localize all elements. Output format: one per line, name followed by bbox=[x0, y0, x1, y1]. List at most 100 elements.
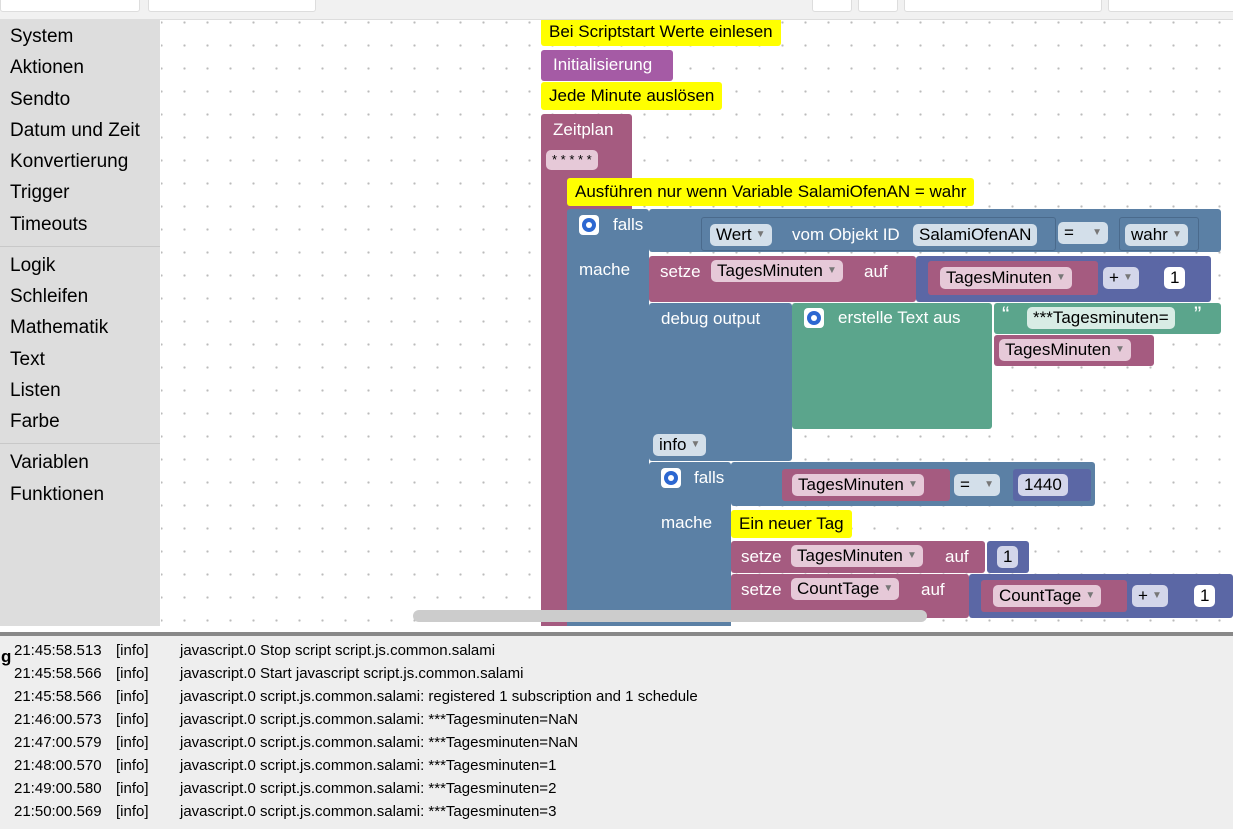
variable-label: TagesMinuten bbox=[797, 546, 903, 565]
variable-get-block[interactable]: TagesMinuten▼ bbox=[928, 261, 1098, 295]
workspace-horizontal-scrollbar[interactable] bbox=[413, 610, 927, 622]
object-id-field[interactable]: SalamiOfenAN bbox=[913, 224, 1038, 246]
toolbox-category-konvertierung[interactable]: Konvertierung bbox=[10, 151, 129, 172]
arithmetic-operator[interactable]: +▼ bbox=[1103, 267, 1139, 289]
toolbar-button[interactable] bbox=[812, 0, 852, 12]
log-time: 21:47:00.579 bbox=[14, 734, 102, 751]
compare-operator-1[interactable]: =▼ bbox=[1058, 222, 1108, 244]
chevron-down-icon: ▼ bbox=[883, 583, 894, 594]
log-label: g bbox=[1, 647, 12, 666]
text-field[interactable]: ***Tagesminuten= bbox=[1027, 307, 1175, 329]
log-time: 21:45:58.566 bbox=[14, 688, 102, 705]
variable-dropdown[interactable]: CountTage▼ bbox=[993, 585, 1102, 607]
toolbox-category-sendto[interactable]: Sendto bbox=[10, 89, 71, 110]
mutator-gear-icon[interactable] bbox=[579, 215, 599, 235]
variable-dropdown[interactable]: CountTage▼ bbox=[791, 578, 900, 600]
toolbox-category-mathematik[interactable]: Mathematik bbox=[10, 317, 109, 338]
comment-if-salami[interactable]: Ausführen nur wenn Variable SalamiOfenAN… bbox=[567, 178, 975, 206]
log-row: 21:45:58.566[info]javascript.0 Start jav… bbox=[0, 664, 1233, 687]
mutator-gear-icon[interactable] bbox=[661, 468, 681, 488]
log-time: 21:46:00.573 bbox=[14, 711, 102, 728]
toolbox-category-aktionen[interactable]: Aktionen bbox=[10, 57, 84, 78]
comment-scriptstart[interactable]: Bei Scriptstart Werte einlesen bbox=[541, 20, 781, 46]
log-time: 21:50:00.569 bbox=[14, 803, 102, 820]
debug-label: debug output bbox=[661, 309, 761, 328]
compare-operator-2[interactable]: =▼ bbox=[954, 474, 1000, 496]
number-block[interactable]: 1440 bbox=[1013, 469, 1091, 501]
log-time: 21:49:00.580 bbox=[14, 780, 102, 797]
debug-output-block[interactable]: debug output info▼ bbox=[649, 303, 792, 461]
set-variable-block[interactable]: setze TagesMinuten▼ auf bbox=[649, 256, 916, 302]
toolbox-category-trigger[interactable]: Trigger bbox=[10, 182, 70, 203]
init-label: Initialisierung bbox=[553, 55, 653, 74]
variable-dropdown[interactable]: TagesMinuten▼ bbox=[940, 267, 1072, 289]
log-message: javascript.0 Stop script script.js.commo… bbox=[180, 642, 496, 659]
number-block[interactable]: 1 bbox=[1159, 261, 1201, 295]
toolbar-button[interactable] bbox=[858, 0, 898, 12]
cron-field[interactable]: * * * * * bbox=[546, 150, 598, 170]
toolbox-category-listen[interactable]: Listen bbox=[10, 380, 61, 401]
boolean-label: wahr bbox=[1131, 225, 1168, 244]
chevron-down-icon: ▼ bbox=[1055, 272, 1066, 283]
log-row: 21:47:00.579[info]javascript.0 script.js… bbox=[0, 733, 1233, 756]
log-level: [info] bbox=[116, 665, 149, 682]
toolbox-category-timeouts[interactable]: Timeouts bbox=[10, 214, 88, 235]
toolbox-category-datum-und-zeit[interactable]: Datum und Zeit bbox=[10, 120, 140, 141]
set-label: setze bbox=[741, 580, 782, 599]
top-toolbar bbox=[0, 0, 1233, 20]
variable-label: CountTage bbox=[999, 586, 1082, 605]
variable-get-block[interactable]: TagesMinuten▼ bbox=[994, 335, 1154, 366]
number-field[interactable]: 1 bbox=[997, 546, 1019, 568]
toolbar-button[interactable] bbox=[0, 0, 140, 12]
blockly-workspace[interactable]: Bei Scriptstart Werte einlesen Initialis… bbox=[161, 20, 1233, 626]
number-field[interactable]: 1 bbox=[1164, 267, 1186, 289]
log-row: 21:49:00.580[info]javascript.0 script.js… bbox=[0, 779, 1233, 802]
operator-label: = bbox=[1064, 223, 1074, 242]
variable-dropdown[interactable]: TagesMinuten▼ bbox=[711, 260, 843, 282]
loglevel-dropdown[interactable]: info▼ bbox=[653, 434, 707, 456]
log-time: 21:48:00.570 bbox=[14, 757, 102, 774]
if-block[interactable]: falls mache bbox=[567, 209, 649, 626]
mutator-gear-icon[interactable] bbox=[804, 308, 824, 328]
toolbox-category-logik[interactable]: Logik bbox=[10, 255, 56, 276]
toolbox-category-text[interactable]: Text bbox=[10, 349, 45, 370]
toolbar-button[interactable] bbox=[148, 0, 316, 12]
number-block[interactable]: 1 bbox=[1189, 580, 1231, 612]
variable-get-block[interactable]: CountTage▼ bbox=[981, 580, 1127, 612]
variable-dropdown[interactable]: TagesMinuten▼ bbox=[792, 474, 924, 496]
value-dropdown-label: Wert bbox=[716, 225, 752, 244]
toolbox-category-schleifen[interactable]: Schleifen bbox=[10, 286, 89, 307]
toolbox-category-farbe[interactable]: Farbe bbox=[10, 411, 60, 432]
initialization-block[interactable]: Initialisierung bbox=[541, 50, 673, 81]
number-block[interactable]: 1 bbox=[987, 541, 1029, 573]
arithmetic-operator[interactable]: +▼ bbox=[1132, 585, 1168, 607]
toolbox-separator bbox=[0, 246, 160, 247]
variable-dropdown[interactable]: TagesMinuten▼ bbox=[999, 339, 1131, 361]
compare-block[interactable]: Wert▼ vom Objekt ID SalamiOfenAN bbox=[701, 217, 1056, 251]
set-variable-block[interactable]: setze TagesMinuten▼ auf bbox=[731, 541, 985, 573]
text-literal-block[interactable]: “ ***Tagesminuten= ” bbox=[994, 303, 1221, 334]
boolean-block[interactable]: wahr▼ bbox=[1119, 217, 1199, 251]
toolbox-category-funktionen[interactable]: Funktionen bbox=[10, 484, 105, 505]
comment-minute[interactable]: Jede Minute auslösen bbox=[541, 82, 723, 110]
variable-dropdown[interactable]: TagesMinuten▼ bbox=[791, 545, 923, 567]
comment-new-day[interactable]: Ein neuer Tag bbox=[731, 510, 852, 538]
text-join-block[interactable]: erstelle Text aus bbox=[792, 303, 992, 429]
value-dropdown[interactable]: Wert▼ bbox=[710, 224, 772, 246]
number-field[interactable]: 1 bbox=[1194, 585, 1216, 607]
math-arithmetic-block[interactable]: TagesMinuten▼ +▼ 1 bbox=[916, 256, 1211, 302]
toolbox-category-variablen[interactable]: Variablen bbox=[10, 452, 89, 473]
variable-get-block[interactable]: TagesMinuten▼ bbox=[782, 469, 950, 501]
operator-label: + bbox=[1109, 268, 1119, 287]
toolbar-select[interactable] bbox=[1108, 0, 1233, 12]
to-label: auf bbox=[945, 547, 969, 566]
toolbox-category-system[interactable]: System bbox=[10, 26, 74, 47]
do-label: mache bbox=[579, 260, 631, 279]
toolbar-select[interactable] bbox=[904, 0, 1102, 12]
math-arithmetic-block[interactable]: CountTage▼ +▼ 1 bbox=[969, 574, 1233, 618]
boolean-dropdown[interactable]: wahr▼ bbox=[1125, 224, 1188, 246]
log-time: 21:45:58.513 bbox=[14, 642, 102, 659]
if-block-inner[interactable]: falls mache bbox=[649, 462, 731, 626]
do-label: mache bbox=[661, 513, 713, 532]
number-field[interactable]: 1440 bbox=[1018, 474, 1068, 496]
